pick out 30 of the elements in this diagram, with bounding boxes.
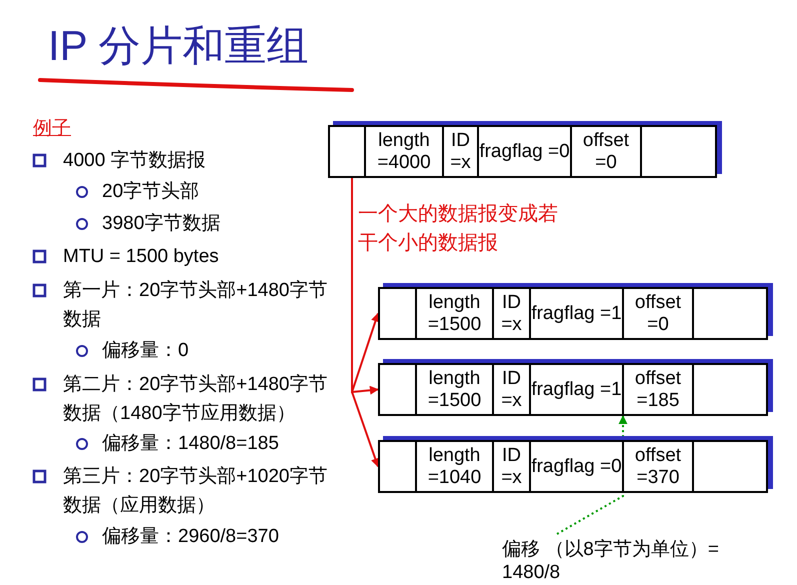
heading-text: 例子: [33, 117, 71, 141]
field-text: offset =0: [634, 292, 682, 336]
note-text: 偏移 （以8字节为单位）= 1480/8: [502, 538, 762, 584]
field-text: length =1500: [426, 368, 482, 412]
bullet-text: 偏移量：0: [102, 339, 189, 363]
bullet-text: 偏移量：1480/8=185: [102, 432, 279, 456]
field-text: fragflag =0: [531, 456, 622, 478]
field-text: length =4000: [376, 130, 432, 174]
annotation-text: 一个大的数据报变成若干个小的数据报: [358, 202, 559, 256]
bullet-text: 第二片：20字节头部+1480字节数据（1480字节应用数据）: [63, 373, 328, 426]
field-text: offset =0: [582, 130, 630, 174]
field-text: ID =x: [500, 444, 523, 488]
bullet-text: 第三片：20字节头部+1020字节数据（应用数据）: [63, 465, 328, 518]
field-text: offset =185: [634, 368, 682, 412]
bullet-text: MTU = 1500 bytes: [63, 245, 219, 269]
field-text: ID =x: [449, 130, 472, 174]
field-text: fragflag =1: [531, 302, 622, 324]
field-text: fragflag =1: [531, 378, 622, 400]
field-text: ID =x: [500, 368, 523, 412]
bullet-text: 4000 字节数据报: [63, 149, 206, 173]
field-text: ID =x: [500, 292, 523, 336]
field-text: offset =370: [634, 444, 682, 488]
field-text: length =1040: [426, 444, 482, 488]
bullet-text: 偏移量：2960/8=370: [102, 525, 279, 549]
bullet-text: 20字节头部: [102, 180, 200, 204]
field-text: length =1500: [426, 292, 482, 336]
bullet-text: 3980字节数据: [102, 212, 220, 236]
field-text: fragflag =0: [479, 140, 570, 162]
title: IP 分片和重组: [48, 21, 309, 71]
bullet-text: 第一片：20字节头部+1480字节数据: [63, 279, 328, 332]
